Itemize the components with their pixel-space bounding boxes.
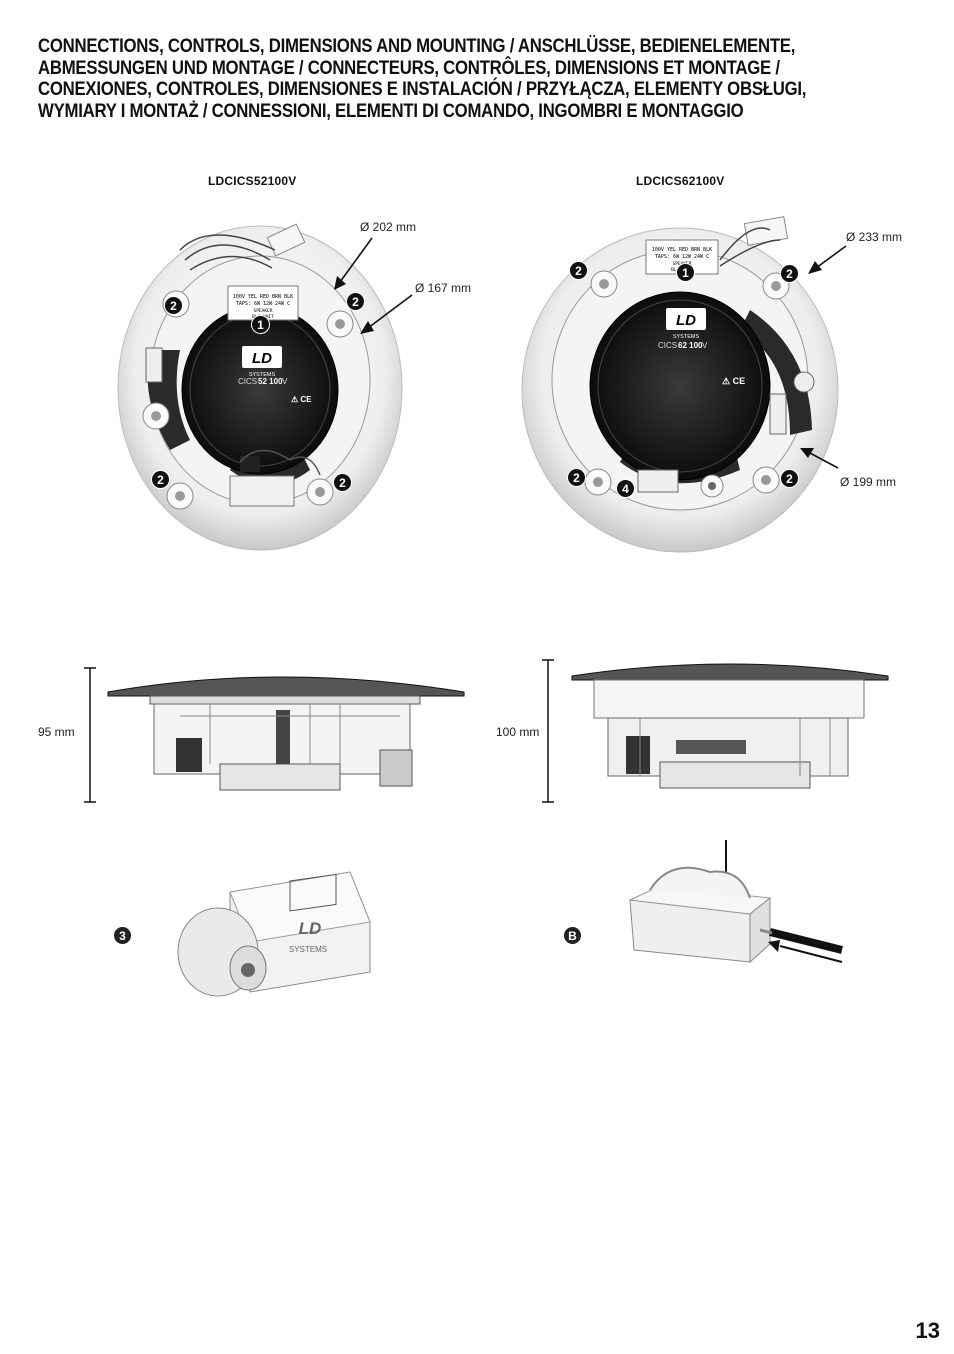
model-title-right: LDCICS62100V xyxy=(636,174,725,188)
model-prefix: CICS xyxy=(238,377,257,386)
callout-badge: 2 xyxy=(780,264,799,283)
dimension-arrows-left xyxy=(334,237,413,334)
tap-label-line2: TAPS: 6W 12W 24W C xyxy=(236,301,290,307)
tap-label-line2: TAPS: 6W 12W 24W C xyxy=(655,254,709,260)
diameter-outer-label: Ø 233 mm xyxy=(846,230,903,244)
callout-badge: 2 xyxy=(567,468,586,487)
mounting-clamp-image: LD SYSTEMS xyxy=(177,871,371,997)
page-heading: CONNECTIONS, CONTROLS, DIMENSIONS AND MO… xyxy=(38,35,807,122)
tap-label-line1: 100V YEL RED BRN BLK xyxy=(233,294,293,300)
dimension-arrows-right xyxy=(800,245,847,469)
tap-label-line1: 100V YEL RED BRN BLK xyxy=(652,247,712,253)
page-number: 13 xyxy=(915,1318,940,1343)
height-label-right: 100 mm xyxy=(496,725,540,739)
terminal-connector-image xyxy=(628,840,843,964)
model-prefix: CICS xyxy=(658,341,677,350)
speaker-front-left: 100V YEL RED BRN BLK TAPS: 6W 12W 24W C … xyxy=(117,223,403,551)
heading-line: ABMESSUNGEN UND MONTAGE / CONNECTEURS, C… xyxy=(38,56,780,79)
diameter-outer-label: Ø 202 mm xyxy=(360,220,417,234)
brand-logo-sub: SYSTEMS xyxy=(673,334,700,340)
speaker-side-right xyxy=(542,659,889,803)
model-suffix: V xyxy=(702,341,708,350)
callout-badge: 2 xyxy=(780,469,799,488)
callout-badge: 2 xyxy=(164,296,183,315)
heading-line: WYMIARY I MONTAŻ / CONNESSIONI, ELEMENTI… xyxy=(38,99,744,122)
callout-badge: 2 xyxy=(569,261,588,280)
callout-badge: 2 xyxy=(346,292,365,311)
tap-label-line3: SPEAKER xyxy=(254,308,273,314)
model-code: 62 100 xyxy=(678,341,703,350)
callout-badge: 2 xyxy=(333,473,352,492)
callout-badge: 1 xyxy=(676,263,695,282)
clamp-logo: LD xyxy=(299,919,322,938)
model-title-left: LDCICS52100V xyxy=(208,174,297,188)
brand-logo-sub: SYSTEMS xyxy=(249,372,276,378)
svg-text:⚠ CE: ⚠ CE xyxy=(722,376,745,386)
callout-badge: B xyxy=(563,926,582,945)
model-code: 52 100 xyxy=(258,377,283,386)
callout-badge: 3 xyxy=(113,926,132,945)
brand-logo: LD xyxy=(676,312,696,329)
clamp-logo-sub: SYSTEMS xyxy=(289,945,327,954)
brand-logo: LD xyxy=(252,350,272,367)
speaker-side-left xyxy=(84,667,465,803)
model-suffix: V xyxy=(282,377,288,386)
svg-text:⚠ CE: ⚠ CE xyxy=(291,395,312,404)
height-label-left: 95 mm xyxy=(38,725,75,739)
callout-badge: 1 xyxy=(251,315,270,334)
callout-badge: 2 xyxy=(151,470,170,489)
callout-badge: 4 xyxy=(616,479,635,498)
speaker-front-right: 100V YEL RED BRN BLK TAPS: 6W 12W 24W C … xyxy=(521,216,839,553)
diameter-inner-label: Ø 199 mm xyxy=(840,475,897,489)
heading-line: CONNECTIONS, CONTROLS, DIMENSIONS AND MO… xyxy=(38,35,796,57)
diameter-inner-label: Ø 167 mm xyxy=(415,281,472,295)
heading-line: CONEXIONES, CONTROLES, DIMENSIONES E INS… xyxy=(38,78,807,100)
